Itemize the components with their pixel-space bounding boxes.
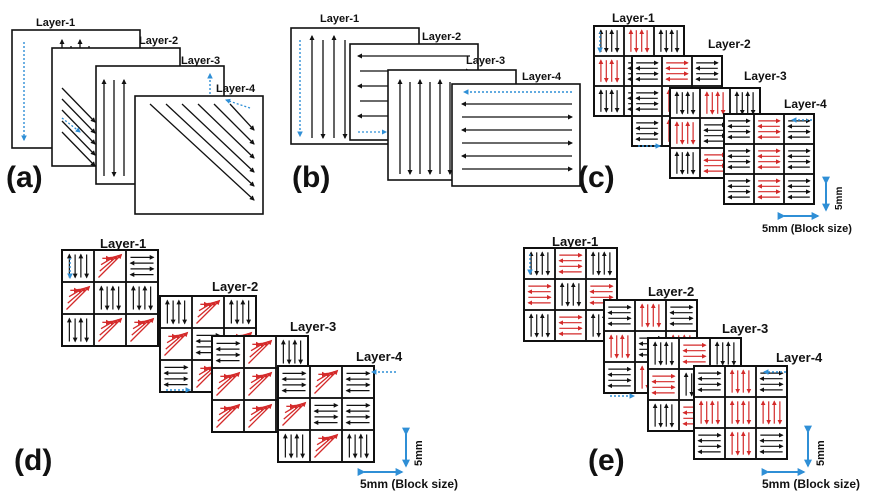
panel-b-layer-3-label: Layer-3: [466, 55, 505, 67]
scan-vector: [197, 103, 255, 159]
panel-b-layer-4-sheet: [451, 83, 581, 187]
panel-a-layer-2-label: Layer-2: [139, 35, 178, 47]
panel-d-layer-4-grid-frame: [277, 365, 375, 463]
panel-c-scale-horizontal: 5mm (Block size): [762, 212, 852, 235]
panel-c-layer-4-grid: [723, 113, 815, 205]
panel-d-label: (d): [14, 444, 52, 477]
scan-vector: [213, 103, 255, 145]
panel-e-layer-4-label: Layer-4: [776, 350, 823, 365]
panel-d-layer-2-label: Layer-2: [212, 279, 258, 294]
panel-b-label: (b): [292, 161, 330, 194]
panel-e-layer-4-grid: [693, 365, 788, 460]
scan-vector: [61, 131, 96, 167]
panel-c-layer-4-grid-frame: [723, 113, 815, 205]
panel-d-scale-v-text: 5mm: [413, 440, 425, 466]
scan-vector: [149, 103, 255, 201]
panel-d-layer-4-label: Layer-4: [356, 349, 403, 364]
grid-block: [755, 427, 788, 460]
panel-e-layer-1-grid: [523, 247, 618, 342]
panel-a-layer-1-label: Layer-1: [36, 17, 75, 29]
panel-c-scale-h-text: 5mm (Block size): [762, 223, 852, 235]
panel-e-scale-vertical: 5mm: [804, 425, 827, 468]
panel-a-label: (a): [6, 161, 43, 194]
grid-block: [341, 429, 375, 463]
panel-a-layer-4-label: Layer-4: [216, 83, 256, 95]
panel-c-layer-2-label: Layer-2: [708, 37, 751, 51]
panel-d-layer-1-grid: [61, 249, 159, 347]
panel-c-label: (c): [578, 161, 615, 194]
scan-vector: [61, 120, 96, 156]
panel-e-scale-h-text: 5mm (Block size): [762, 477, 860, 491]
panel-e-scale-v-text: 5mm: [815, 440, 827, 466]
panel-e: Layer-1 Layer-2 Layer-3 Layer-4 5mm 5mm …: [523, 234, 860, 491]
panel-d-layer-1-label: Layer-1: [100, 236, 146, 251]
panel-e-label: (e): [588, 444, 625, 477]
panel-b-layer-2-label: Layer-2: [422, 31, 461, 43]
panel-e-layer-1-label: Layer-1: [552, 234, 598, 249]
panel-d-scale-vertical: 5mm: [402, 427, 425, 468]
panel-a: Layer-1 Layer-2 Layer-3 Layer-4 (a): [6, 17, 264, 215]
scan-vector: [165, 103, 255, 187]
panel-e-layer-3-label: Layer-3: [722, 321, 768, 336]
scan-vector: [181, 103, 255, 173]
panel-c-layer-1-label: Layer-1: [612, 11, 655, 25]
scan-vector: [225, 98, 251, 109]
grid-block: [783, 173, 815, 205]
panel-e-layer-4-grid-frame: [693, 365, 788, 460]
scan-vector: [61, 98, 96, 134]
panel-e-layer-2-label: Layer-2: [648, 284, 694, 299]
panel-c-scale-v-text: 5mm: [834, 187, 845, 210]
panel-b-layer-4-label: Layer-4: [522, 71, 562, 83]
grid-block: [125, 313, 159, 347]
panel-d-scale-horizontal: 5mm (Block size): [357, 468, 458, 491]
panel-d-scale-h-text: 5mm (Block size): [360, 477, 458, 491]
panel-c-layer-4-label: Layer-4: [784, 97, 827, 111]
scan-vector: [229, 103, 255, 131]
panel-c-scale-vertical: 5mm: [822, 176, 845, 212]
panel-d-layer-1-grid-frame: [61, 249, 159, 347]
panel-b-layer-1-label: Layer-1: [320, 13, 359, 25]
scan-vector: [61, 109, 96, 145]
panel-d-layer-3-label: Layer-3: [290, 319, 336, 334]
panel-a-layer-4-sheet: [134, 95, 264, 215]
panel-b: Layer-1 Layer-2 Layer-3 Layer-4 (b): [290, 13, 581, 194]
panel-c: Layer-1 Layer-2 Layer-3 Layer-4 5mm 5mm …: [578, 11, 852, 235]
scan-vector: [61, 87, 96, 123]
panel-d-layer-4-grid: [277, 365, 375, 463]
panel-e-scale-horizontal: 5mm (Block size): [761, 468, 860, 491]
panel-d: Layer-1 Layer-2 Layer-3 Layer-4 5mm 5mm …: [14, 236, 458, 491]
panel-a-layer-3-label: Layer-3: [181, 55, 220, 67]
panel-c-layer-3-label: Layer-3: [744, 69, 787, 83]
